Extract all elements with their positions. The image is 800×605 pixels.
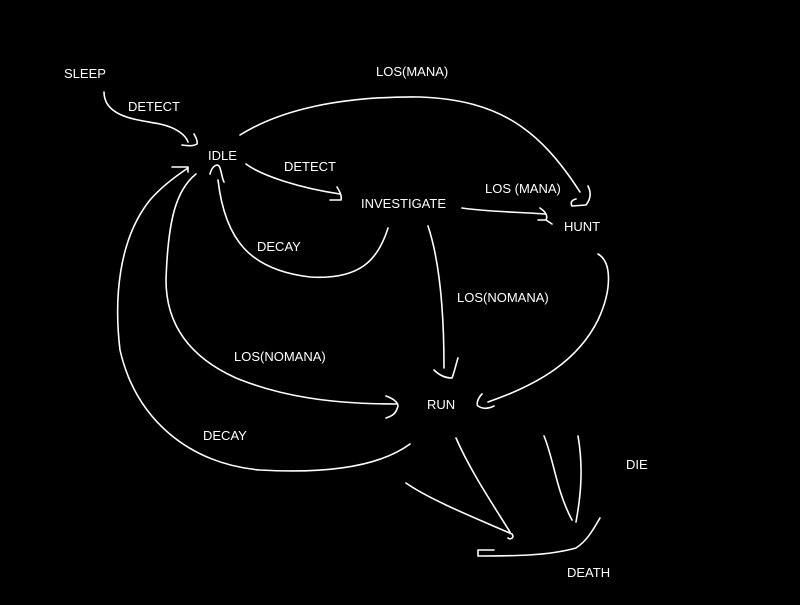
arrow-die-to-death — [543, 435, 582, 523]
transition-idle-los-mana: LOS(MANA) — [376, 64, 449, 79]
death-bar — [477, 517, 601, 557]
arrow-idle-to-run — [165, 173, 399, 419]
arrow-sleep-to-idle — [103, 91, 198, 147]
transition-run-decay: DECAY — [203, 428, 247, 443]
arrow-run-to-idle — [116, 166, 411, 472]
transition-investigate-decay: DECAY — [257, 239, 301, 254]
transition-investigate-los-mana: LOS (MANA) — [485, 181, 561, 196]
state-death: DEATH — [567, 565, 611, 580]
arrow-idle-to-investigate — [245, 163, 343, 201]
arrow-investigate-to-run — [427, 225, 459, 379]
transition-idle-los-nomana: LOS(NOMANA) — [234, 349, 326, 364]
state-idle: IDLE — [208, 148, 237, 163]
transition-sleep-detect: DETECT — [128, 99, 180, 114]
transition-investigate-los-nomana: LOS(NOMANA) — [457, 290, 549, 305]
state-run: RUN — [427, 397, 456, 412]
arrow-investigate-to-idle — [209, 164, 389, 279]
arrow-investigate-to-hunt — [461, 207, 553, 225]
state-sleep: SLEEP — [64, 66, 106, 81]
transition-idle-detect: DETECT — [284, 159, 336, 174]
transition-die: DIE — [626, 457, 648, 472]
state-investigate: INVESTIGATE — [361, 196, 446, 211]
state-hunt: HUNT — [564, 219, 601, 234]
arrow-hunt-to-run — [476, 253, 610, 410]
arrow-idle-to-hunt — [239, 96, 591, 207]
arrow-run-to-death — [405, 437, 514, 540]
